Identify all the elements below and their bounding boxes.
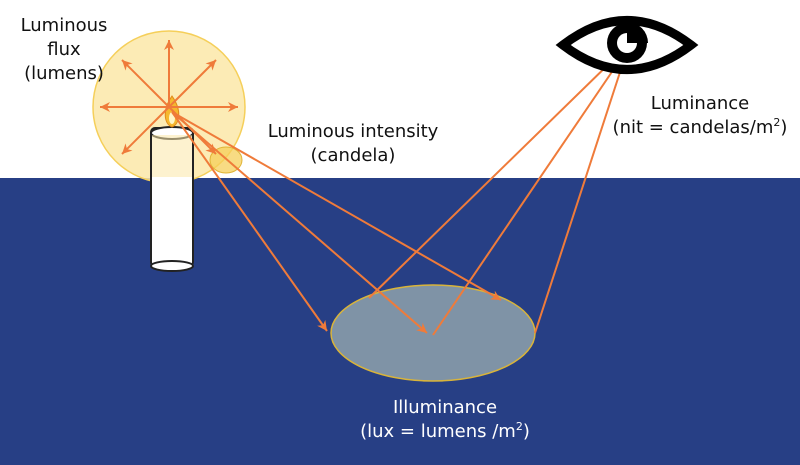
flux-label-line2: flux — [47, 39, 81, 60]
flux-arrow-upleft — [121, 59, 170, 108]
luminance-unit-close: ) — [780, 117, 788, 138]
reflect-ray-center — [432, 59, 621, 336]
light-rays — [171, 111, 502, 334]
ray-to-surface-left — [171, 111, 328, 332]
luminance-label-line2: (nit = candelas/m2) — [600, 116, 800, 140]
illuminance-label: Illuminance (lux = lumens /m2) — [345, 396, 545, 444]
illuminance-unit-text: (lux = lumens /m — [360, 421, 516, 442]
flux-arrow-downleft — [121, 106, 170, 155]
intensity-label-line2: (candela) — [310, 145, 396, 166]
illuminance-unit-close: ) — [522, 421, 530, 442]
reflect-ray-right — [534, 62, 625, 334]
flux-label-line3: (lumens) — [24, 63, 104, 84]
ray-to-surface-right — [171, 111, 502, 301]
eye-icon — [555, 16, 699, 74]
reflected-rays — [368, 55, 625, 336]
luminance-label: Luminance (nit = candelas/m2) — [600, 92, 800, 140]
candle-icon — [150, 126, 194, 272]
luminous-flux-label: Luminous flux (lumens) — [14, 14, 114, 86]
intensity-label-line1: Luminous intensity — [267, 121, 439, 142]
flux-label-line1: Luminous — [20, 15, 108, 36]
flux-arrows — [100, 40, 238, 155]
luminance-unit-text: (nit = candelas/m — [612, 117, 774, 138]
luminous-intensity-label: Luminous intensity (candela) — [248, 120, 458, 168]
ray-to-surface-center — [171, 111, 428, 334]
flux-arrow-upright — [168, 59, 217, 108]
reflect-ray-left — [368, 55, 618, 299]
luminance-label-line1: Luminance — [650, 93, 750, 114]
illuminance-unit-exponent: 2 — [515, 420, 523, 433]
luminance-unit-exponent: 2 — [773, 116, 781, 129]
illuminated-surface — [330, 284, 536, 382]
illuminance-label-line2: (lux = lumens /m2) — [345, 420, 545, 444]
illuminance-label-line1: Illuminance — [392, 397, 498, 418]
